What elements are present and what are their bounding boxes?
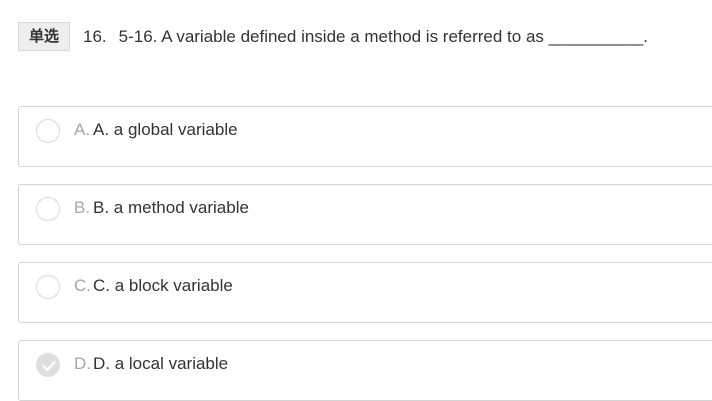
radio-button-c[interactable]	[36, 275, 60, 299]
option-letter-c: C.	[74, 276, 91, 295]
option-c[interactable]: C. C. a block variable	[18, 262, 712, 323]
option-text-a: A. a global variable	[93, 120, 238, 139]
option-letter-b: B.	[74, 198, 91, 217]
question-header: 单选 16. 5-16. A variable defined inside a…	[18, 22, 648, 51]
radio-button-a[interactable]	[36, 119, 60, 143]
option-text-c: C. a block variable	[93, 276, 233, 295]
checkmark-icon	[42, 360, 56, 372]
radio-button-b[interactable]	[36, 197, 60, 221]
radio-button-d[interactable]	[36, 353, 60, 377]
question-text: 5-16. A variable defined inside a method…	[118, 26, 648, 46]
question-number: 16.	[83, 26, 107, 46]
option-a[interactable]: A. A. a global variable	[18, 106, 712, 167]
option-b[interactable]: B. B. a method variable	[18, 184, 712, 245]
question-type-badge: 单选	[18, 22, 71, 51]
option-d[interactable]: D. D. a local variable	[18, 340, 712, 401]
option-text-b: B. a method variable	[93, 198, 249, 217]
option-letter-d: D.	[74, 354, 91, 373]
option-letter-a: A.	[74, 120, 91, 139]
option-text-d: D. a local variable	[93, 354, 229, 373]
